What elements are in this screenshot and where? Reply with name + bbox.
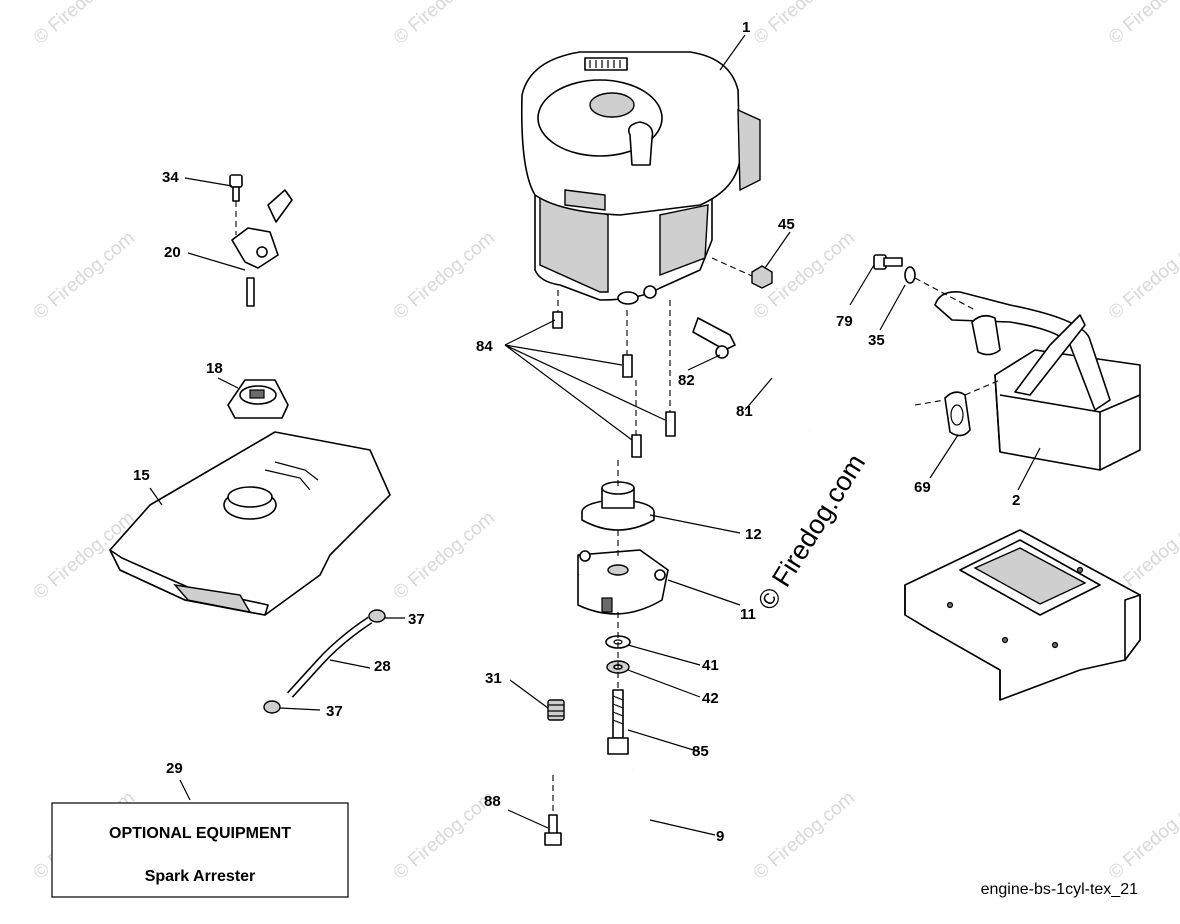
muffler-2[interactable]: [934, 290, 1141, 471]
throttle-control-20[interactable]: [231, 189, 293, 307]
watermark-main: © Firedog.com: [752, 449, 871, 615]
callout-18: 18: [206, 360, 223, 377]
callout-34: 34: [162, 169, 179, 186]
callout-41: 41: [702, 657, 719, 674]
gasket-69[interactable]: [914, 379, 1001, 437]
screw-79[interactable]: [873, 254, 903, 270]
watermark: © Firedog.com: [30, 0, 139, 49]
callout-85: 85: [692, 743, 709, 760]
pulley-12[interactable]: [581, 460, 655, 531]
bolt-88[interactable]: [544, 775, 562, 846]
callout-37b: 37: [326, 703, 343, 720]
watermark: © Firedog.com: [390, 507, 499, 603]
callout-9: 9: [716, 828, 724, 845]
callout-42: 42: [702, 690, 719, 707]
callout-88: 88: [484, 793, 501, 810]
hose-clamp-37[interactable]: [368, 609, 386, 623]
callout-20: 20: [164, 244, 181, 261]
engine-mount-plate[interactable]: [904, 529, 1141, 701]
watermark: © Firedog.com: [1105, 227, 1180, 323]
callout-2: 2: [1012, 492, 1020, 509]
callout-29: 29: [166, 760, 183, 777]
watermark: © Firedog.com: [1105, 0, 1180, 49]
hose-clamp-37[interactable]: [263, 700, 281, 714]
watermark: © Firedog.com: [750, 787, 859, 883]
optional-equipment-item: Spark Arrester: [145, 868, 256, 885]
callout-45: 45: [778, 216, 795, 233]
clutch-11[interactable]: [577, 530, 669, 615]
optional-equipment-box: OPTIONAL EQUIPMENT Spark Arrester: [51, 802, 349, 898]
mounting-bolts-84[interactable]: [552, 290, 676, 458]
callout-82: 82: [678, 372, 695, 389]
fitting-31[interactable]: [547, 699, 565, 721]
watermark: © Firedog.com: [390, 787, 499, 883]
callout-12: 12: [745, 526, 762, 543]
optional-equipment-title: OPTIONAL EQUIPMENT: [109, 825, 291, 842]
watermark: © Firedog.com: [390, 0, 499, 49]
callout-69: 69: [914, 479, 931, 496]
engine-part-1[interactable]: [520, 51, 761, 305]
washer-35[interactable]: [904, 266, 976, 311]
diagram-caption: engine-bs-1cyl-tex_21: [981, 881, 1139, 898]
fuel-hose-28[interactable]: [287, 616, 373, 698]
callout-37a: 37: [408, 611, 425, 628]
watermark: © Firedog.com: [390, 227, 499, 323]
callout-15: 15: [133, 467, 150, 484]
screw-34[interactable]: [229, 174, 243, 235]
callout-79: 79: [836, 313, 853, 330]
leader-lines: [149, 34, 1041, 836]
fuel-cap-18[interactable]: [227, 379, 289, 419]
exhaust-flange[interactable]: [971, 314, 1001, 356]
watermark: © Firedog.com: [30, 227, 139, 323]
nut-45[interactable]: [711, 257, 773, 289]
fuel-fitting-82[interactable]: [692, 317, 736, 359]
callout-11: 11: [740, 606, 756, 623]
fuel-line-81[interactable]: [738, 336, 814, 432]
callout-35: 35: [868, 332, 885, 349]
callouts: 1 2 9 11 12 15 18 20 28 29 31 34 35 37 3…: [133, 19, 1020, 845]
watermark: © Firedog.com: [1105, 787, 1180, 883]
callout-84: 84: [476, 338, 493, 355]
fuel-tank-15[interactable]: [109, 431, 391, 616]
callout-81: 81: [736, 403, 753, 420]
watermark: © Firedog.com: [750, 0, 859, 49]
callout-31: 31: [485, 670, 502, 687]
callout-1: 1: [742, 19, 750, 36]
callout-28: 28: [374, 658, 391, 675]
bracket-9[interactable]: [547, 766, 662, 832]
bolt-85[interactable]: [607, 689, 629, 755]
